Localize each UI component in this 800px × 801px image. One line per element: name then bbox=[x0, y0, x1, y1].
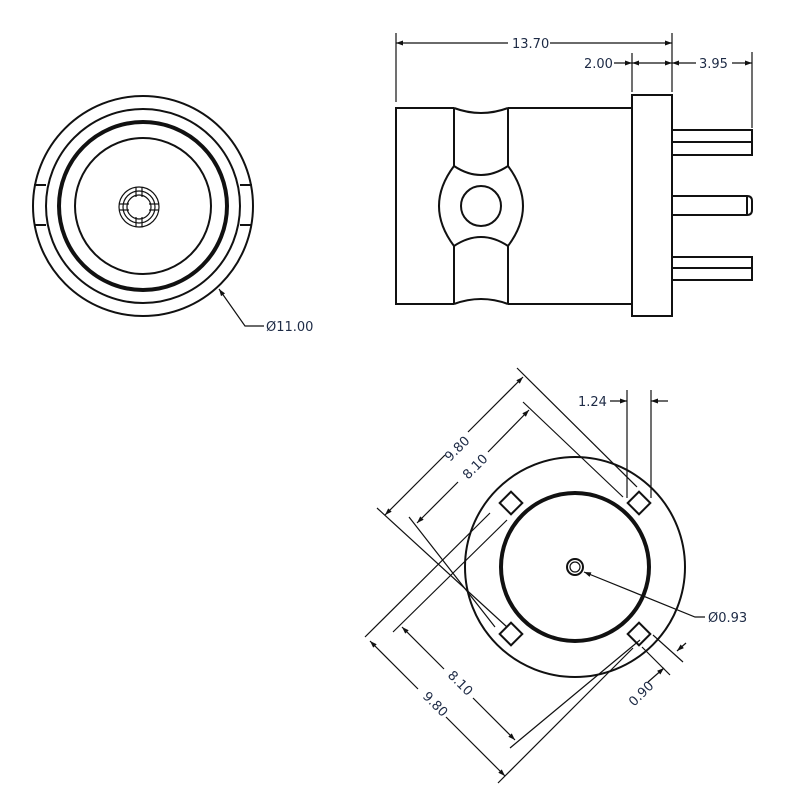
pin-width-label: 1.24 bbox=[578, 395, 607, 410]
diameter-leader bbox=[218, 288, 264, 327]
diameter-label: Ø11.00 bbox=[266, 320, 313, 335]
body-front bbox=[395, 107, 454, 305]
front-view: Ø11.00 bbox=[32, 95, 313, 335]
boss-outline bbox=[438, 165, 524, 247]
center-pin-diameter-label: Ø0.93 bbox=[708, 611, 747, 626]
boss-hole bbox=[460, 185, 502, 227]
thick-ring bbox=[57, 120, 229, 292]
pin-squares bbox=[498, 490, 652, 647]
bottom-dimension-lines bbox=[364, 367, 705, 784]
center-contact bbox=[118, 186, 160, 228]
pins bbox=[671, 129, 753, 281]
outer-circle bbox=[32, 95, 254, 317]
center-pin-outer bbox=[566, 558, 584, 576]
side-dimensions bbox=[395, 33, 753, 128]
side-view: 13.70 2.00 3.95 bbox=[395, 33, 753, 317]
inner-circle bbox=[74, 137, 212, 275]
bottom-view: 9.80 8.10 8.10 9.80 1.24 0.90 Ø0.93 bbox=[364, 367, 747, 784]
pin-size-label: 0.90 bbox=[626, 679, 657, 710]
inner-spacing-bottom-label: 8.10 bbox=[444, 668, 475, 699]
side-notches bbox=[34, 184, 252, 226]
body-ring bbox=[499, 491, 651, 643]
flange-outline bbox=[464, 456, 686, 678]
flange-thickness-label: 2.00 bbox=[584, 57, 613, 72]
outer-spacing-bottom-label: 9.80 bbox=[419, 689, 450, 720]
flange bbox=[631, 94, 673, 317]
groove-curves bbox=[453, 107, 509, 305]
inner-spacing-top-label: 8.10 bbox=[460, 452, 491, 483]
center-pin-inner bbox=[569, 561, 581, 573]
body-rear bbox=[508, 107, 632, 305]
second-circle bbox=[45, 108, 241, 304]
outer-spacing-top-label: 9.80 bbox=[442, 434, 473, 465]
pin-length-label: 3.95 bbox=[699, 57, 728, 72]
groove-edges bbox=[453, 108, 509, 304]
overall-length-label: 13.70 bbox=[512, 37, 549, 52]
